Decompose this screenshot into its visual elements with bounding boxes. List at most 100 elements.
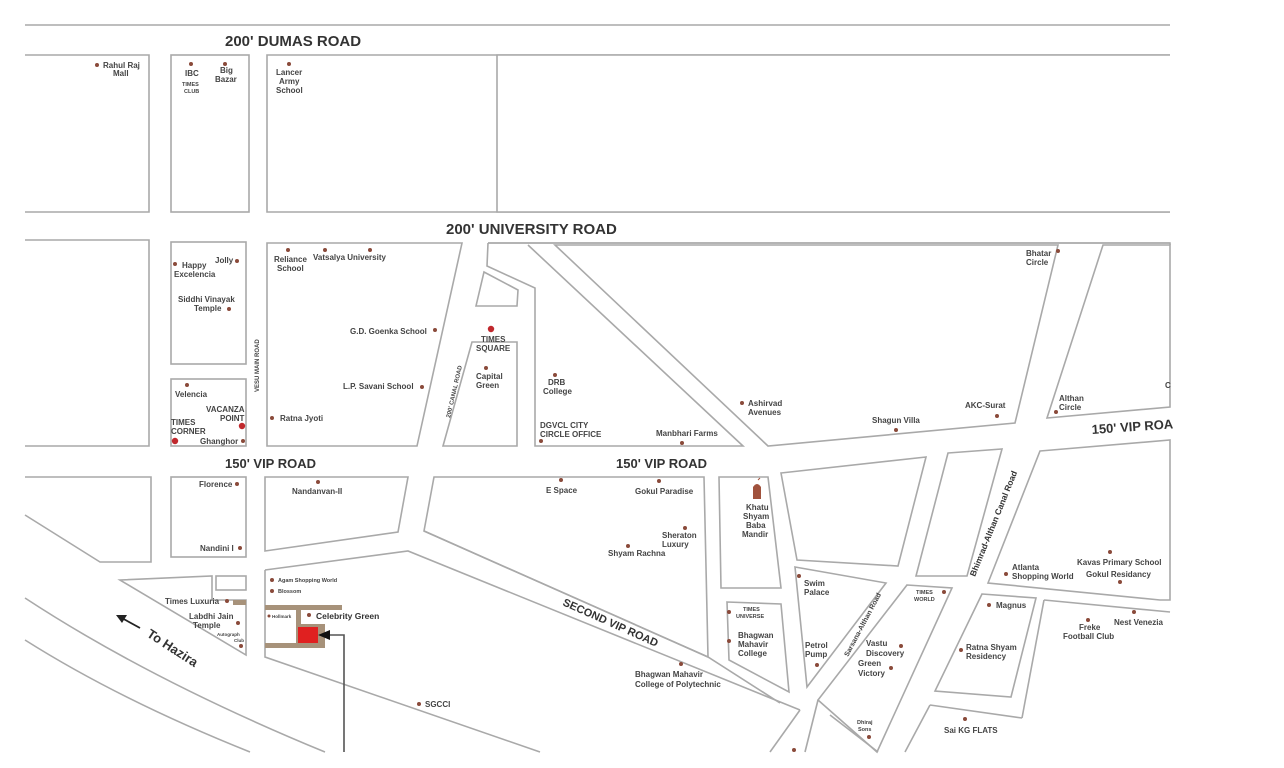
- poi-capital-green[interactable]: Capital Green: [476, 366, 503, 390]
- poi-gd-goenka-school[interactable]: G.D. Goenka School: [350, 327, 437, 336]
- poi-dot-icon: [420, 385, 424, 389]
- poi-kavas-primary-school[interactable]: Kavas Primary School: [1077, 550, 1161, 567]
- poi-dot-icon: [239, 644, 243, 648]
- poi-times-square[interactable]: TIMES SQUARE: [476, 325, 511, 353]
- poi-khatu-shyam-baba-mandir[interactable]: Khatu Shyam Baba Mandir: [742, 477, 769, 539]
- poi-label: L.P. Savani School: [343, 382, 414, 391]
- poi-petrol-pump[interactable]: Petrol Pump: [805, 641, 828, 667]
- poi-shagun-villa[interactable]: Shagun Villa: [872, 416, 920, 432]
- poi-althan-circle[interactable]: Althan Circle: [1054, 394, 1084, 414]
- poi-bhatar-circle[interactable]: Bhatar Circle: [1026, 249, 1060, 267]
- poi-celebrity-green[interactable]: Celebrity Green: [307, 611, 379, 621]
- poi-dot-icon: [185, 383, 189, 387]
- poi-gokul-paradise[interactable]: Gokul Paradise: [635, 479, 694, 496]
- poi-reliance-school[interactable]: Reliance School: [274, 248, 307, 273]
- poi-siddhi-vinayak-temple[interactable]: Siddhi Vinayak Temple: [178, 295, 235, 313]
- road-label-dumas: 200' DUMAS ROAD: [225, 33, 361, 50]
- poi-velencia[interactable]: Velencia: [175, 383, 208, 399]
- poi-gokul-residancy[interactable]: Gokul Residancy: [1086, 570, 1151, 584]
- poi-bhagwan-mahavir-polytechnic[interactable]: Bhagwan Mahavir College of Polytechnic: [635, 662, 721, 689]
- poi-label: Baba: [746, 521, 766, 530]
- poi-bhagwan-mahavir-college[interactable]: Bhagwan Mahavir College: [727, 631, 774, 658]
- poi-label: AKC-Surat: [965, 401, 1006, 410]
- poi-dot-icon: [1132, 610, 1136, 614]
- poi-label: College of Polytechnic: [635, 680, 721, 689]
- poi-dot-icon: [235, 259, 239, 263]
- poi-ashirvad-avenues[interactable]: Ashirvad Avenues: [740, 399, 782, 417]
- poi-dot-icon: [559, 478, 563, 482]
- poi-label: Shopping World: [1012, 572, 1074, 581]
- poi-label: Reliance: [274, 255, 307, 264]
- poi-florence[interactable]: Florence: [199, 480, 239, 489]
- poi-shyam-rachna[interactable]: Shyam Rachna: [608, 544, 666, 558]
- poi-times-world[interactable]: TIMES WORLD: [914, 590, 946, 603]
- poi-vacanza-point[interactable]: VACANZA POINT: [206, 405, 246, 430]
- poi-autograph-club[interactable]: Autograph Club: [217, 632, 244, 648]
- project-location-marker[interactable]: [298, 627, 318, 643]
- poi-rahul-raj-mall[interactable]: Rahul Raj Mall: [95, 61, 140, 78]
- poi-vastu-discovery[interactable]: Vastu Discovery: [866, 639, 905, 658]
- poi-e-space[interactable]: E Space: [546, 478, 578, 495]
- poi-nest-venezia[interactable]: Nest Venezia: [1114, 610, 1163, 627]
- poi-lp-savani-school[interactable]: L.P. Savani School: [343, 382, 424, 391]
- poi-label: Hollmark: [272, 614, 292, 619]
- poi-freke-football-club[interactable]: Freke Football Club: [1063, 618, 1114, 641]
- poi-label: College: [543, 387, 572, 396]
- poi-lancer-army-school[interactable]: Lancer Army School: [276, 62, 303, 95]
- poi-label: Dhiraj: [857, 720, 873, 726]
- poi-highlight-dot-icon: [171, 437, 179, 445]
- poi-label: SGCCI: [425, 700, 450, 709]
- block-empty-2: [914, 448, 1004, 577]
- block-ibc: [170, 54, 250, 213]
- second-vip-road-north-edge: [264, 550, 801, 711]
- second-vip-road-south-edge: [423, 530, 781, 704]
- poi-swim-palace[interactable]: Swim Palace: [797, 574, 830, 597]
- poi-ratna-jyoti[interactable]: Ratna Jyoti: [270, 414, 323, 423]
- poi-dot-icon: [227, 307, 231, 311]
- poi-times-universe[interactable]: TIMES UNIVERSE: [727, 607, 764, 620]
- poi-labdhi-jain-temple[interactable]: Labdhi Jain Temple: [189, 612, 240, 630]
- poi-label: Shyam Rachna: [608, 549, 666, 558]
- poi-atlanta-shopping-world[interactable]: Atlanta Shopping World: [1004, 563, 1074, 581]
- poi-manbhari-farms[interactable]: Manbhari Farms: [656, 429, 718, 445]
- road-label-university: 200' UNIVERSITY ROAD: [446, 221, 617, 238]
- block-kavas: [986, 439, 1171, 601]
- poi-sgcci[interactable]: SGCCI: [417, 700, 450, 709]
- junction-edge-2: [804, 699, 819, 753]
- poi-label: Khatu: [746, 503, 769, 512]
- poi-dgvcl[interactable]: DGVCL CITY CIRCLE OFFICE: [539, 421, 602, 443]
- poi-jolly[interactable]: Jolly: [215, 256, 239, 265]
- poi-label: E Space: [546, 486, 578, 495]
- poi-agam-shopping-world[interactable]: Agam Shopping World: [270, 578, 337, 584]
- poi-times-corner[interactable]: TIMES CORNER: [171, 418, 206, 445]
- poi-nandini-i[interactable]: Nandini I: [200, 544, 242, 553]
- poi-akc-surat[interactable]: AKC-Surat: [965, 401, 1006, 418]
- poi-ratna-shyam-residency[interactable]: Ratna Shyam Residency: [959, 643, 1017, 661]
- poi-label: CIRCLE OFFICE: [540, 430, 602, 439]
- poi-nandanvan-ii[interactable]: Nandanvan-II: [292, 480, 342, 496]
- poi-times-luxuria[interactable]: Times Luxuria: [165, 597, 229, 606]
- poi-label: Nandanvan-II: [292, 487, 342, 496]
- poi-happy-excelencia[interactable]: Happy Excelencia: [173, 261, 216, 279]
- poi-dhiraj-sons[interactable]: Dhiraj Sons: [857, 720, 873, 739]
- poi-label: Velencia: [175, 390, 208, 399]
- block-small-rect: [215, 575, 247, 591]
- poi-hollmark[interactable]: Hollmark: [267, 614, 292, 619]
- block-top-right: [496, 54, 1170, 213]
- poi-ghanghor[interactable]: Ghanghor: [200, 437, 245, 446]
- poi-dot-icon: [235, 482, 239, 486]
- poi-drb-college[interactable]: DRB College: [543, 373, 572, 396]
- poi-green-victory[interactable]: Green Victory: [858, 659, 893, 678]
- poi-label: Big: [220, 66, 233, 75]
- poi-big-bazar[interactable]: Big Bazar: [215, 62, 237, 84]
- poi-vatsalya-university[interactable]: Vatsalya University: [313, 248, 386, 262]
- pointer-line: [330, 634, 345, 752]
- poi-dot-icon: [894, 428, 898, 432]
- poi-sheraton-luxury[interactable]: Sheraton Luxury: [662, 526, 697, 549]
- poi-label: CORNER: [171, 427, 206, 436]
- poi-magnus[interactable]: Magnus: [987, 601, 1027, 610]
- poi-label: Army: [279, 77, 300, 86]
- poi-sai-kg-flats[interactable]: Sai KG FLATS: [944, 717, 998, 735]
- poi-ibc[interactable]: IBC TIMES CLUB: [182, 62, 199, 95]
- poi-blossom[interactable]: Blossom: [270, 589, 301, 595]
